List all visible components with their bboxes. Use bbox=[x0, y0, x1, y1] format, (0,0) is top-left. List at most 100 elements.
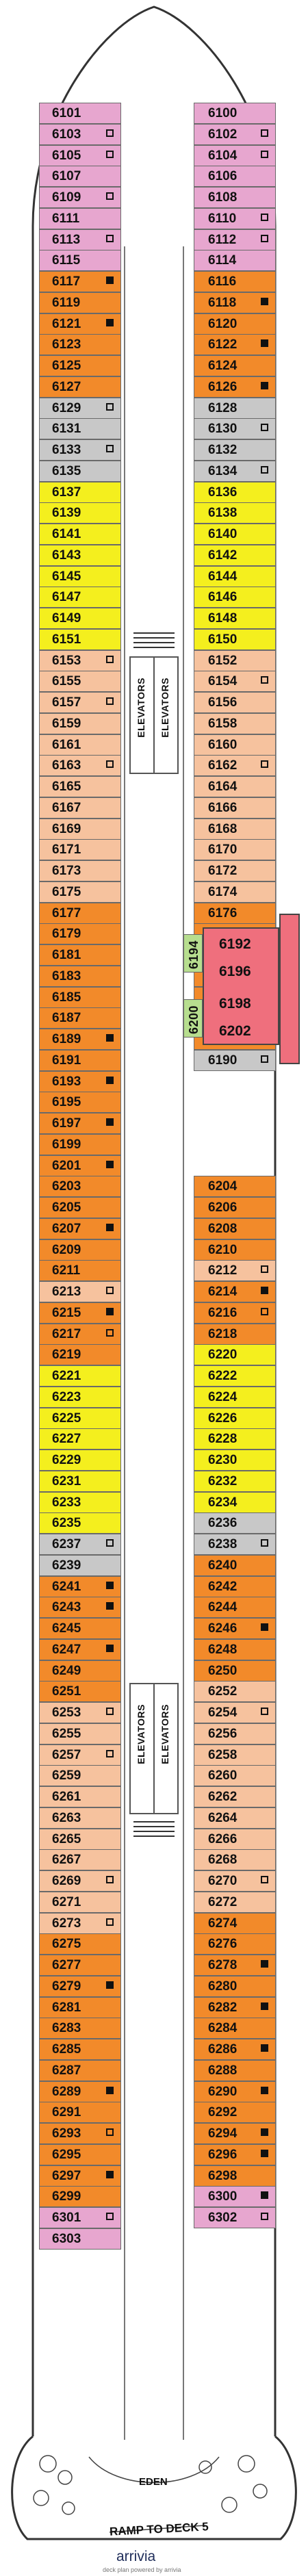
cabin-6237[interactable]: 6237 bbox=[39, 1534, 121, 1555]
cabin-6152[interactable]: 6152 bbox=[194, 649, 276, 671]
cabin-6199[interactable]: 6199 bbox=[39, 1133, 121, 1155]
cabin-6274[interactable]: 6274 bbox=[194, 1912, 276, 1934]
cabin-6233[interactable]: 6233 bbox=[39, 1491, 121, 1513]
cabin-6207[interactable]: 6207 bbox=[39, 1218, 121, 1239]
cabin-6155[interactable]: 6155 bbox=[39, 671, 121, 693]
cabin-6244[interactable]: 6244 bbox=[194, 1597, 276, 1619]
cabin-6163[interactable]: 6163 bbox=[39, 755, 121, 777]
cabin-6238[interactable]: 6238 bbox=[194, 1534, 276, 1555]
cabin-6236[interactable]: 6236 bbox=[194, 1512, 276, 1534]
cabin-6275[interactable]: 6275 bbox=[39, 1933, 121, 1955]
cabin-6270[interactable]: 6270 bbox=[194, 1870, 276, 1892]
cabin-6108[interactable]: 6108 bbox=[194, 187, 276, 208]
cabin-6261[interactable]: 6261 bbox=[39, 1786, 121, 1807]
cabin-6243[interactable]: 6243 bbox=[39, 1597, 121, 1619]
cabin-6242[interactable]: 6242 bbox=[194, 1575, 276, 1597]
cabin-6235[interactable]: 6235 bbox=[39, 1512, 121, 1534]
cabin-6132[interactable]: 6132 bbox=[194, 439, 276, 461]
cabin-6164[interactable]: 6164 bbox=[194, 776, 276, 797]
cabin-6103[interactable]: 6103 bbox=[39, 123, 121, 145]
cabin-6161[interactable]: 6161 bbox=[39, 734, 121, 756]
cabin-6104[interactable]: 6104 bbox=[194, 144, 276, 166]
cabin-6264[interactable]: 6264 bbox=[194, 1807, 276, 1829]
cabin-6129[interactable]: 6129 bbox=[39, 397, 121, 419]
cabin-6145[interactable]: 6145 bbox=[39, 565, 121, 587]
cabin-6255[interactable]: 6255 bbox=[39, 1723, 121, 1744]
cabin-6280[interactable]: 6280 bbox=[194, 1975, 276, 1997]
cabin-6296[interactable]: 6296 bbox=[194, 2143, 276, 2165]
cabin-6297[interactable]: 6297 bbox=[39, 2165, 121, 2187]
cabin-6256[interactable]: 6256 bbox=[194, 1723, 276, 1744]
cabin-6154[interactable]: 6154 bbox=[194, 671, 276, 693]
cabin-6183[interactable]: 6183 bbox=[39, 965, 121, 987]
cabin-6196[interactable]: 6196 bbox=[219, 964, 251, 979]
cabin-6248[interactable]: 6248 bbox=[194, 1638, 276, 1660]
cabin-6162[interactable]: 6162 bbox=[194, 755, 276, 777]
cabin-6137[interactable]: 6137 bbox=[39, 481, 121, 503]
cabin-6219[interactable]: 6219 bbox=[39, 1344, 121, 1366]
cabin-6146[interactable]: 6146 bbox=[194, 587, 276, 608]
cabin-6176[interactable]: 6176 bbox=[194, 902, 276, 924]
cabin-6143[interactable]: 6143 bbox=[39, 544, 121, 566]
cabin-6230[interactable]: 6230 bbox=[194, 1450, 276, 1471]
cabin-6172[interactable]: 6172 bbox=[194, 860, 276, 881]
cabin-6204[interactable]: 6204 bbox=[194, 1176, 276, 1198]
cabin-6121[interactable]: 6121 bbox=[39, 313, 121, 335]
cabin-6123[interactable]: 6123 bbox=[39, 334, 121, 356]
cabin-6175[interactable]: 6175 bbox=[39, 881, 121, 903]
cabin-6268[interactable]: 6268 bbox=[194, 1849, 276, 1871]
cabin-6191[interactable]: 6191 bbox=[39, 1049, 121, 1071]
cabin-6298[interactable]: 6298 bbox=[194, 2165, 276, 2187]
cabin-6110[interactable]: 6110 bbox=[194, 207, 276, 229]
cabin-6211[interactable]: 6211 bbox=[39, 1260, 121, 1282]
cabin-6227[interactable]: 6227 bbox=[39, 1428, 121, 1450]
cabin-6192[interactable]: 6192 bbox=[219, 936, 251, 952]
cabin-6251[interactable]: 6251 bbox=[39, 1681, 121, 1703]
cabin-6228[interactable]: 6228 bbox=[194, 1428, 276, 1450]
cabin-6212[interactable]: 6212 bbox=[194, 1260, 276, 1282]
cabin-6102[interactable]: 6102 bbox=[194, 123, 276, 145]
cabin-6265[interactable]: 6265 bbox=[39, 1828, 121, 1850]
cabin-6157[interactable]: 6157 bbox=[39, 692, 121, 713]
cabin-6109[interactable]: 6109 bbox=[39, 187, 121, 208]
cabin-6214[interactable]: 6214 bbox=[194, 1281, 276, 1302]
cabin-6295[interactable]: 6295 bbox=[39, 2143, 121, 2165]
cabin-6247[interactable]: 6247 bbox=[39, 1638, 121, 1660]
cabin-6234[interactable]: 6234 bbox=[194, 1491, 276, 1513]
cabin-6254[interactable]: 6254 bbox=[194, 1702, 276, 1723]
cabin-6133[interactable]: 6133 bbox=[39, 439, 121, 461]
cabin-6209[interactable]: 6209 bbox=[39, 1239, 121, 1261]
cabin-6289[interactable]: 6289 bbox=[39, 2081, 121, 2102]
cabin-6122[interactable]: 6122 bbox=[194, 334, 276, 356]
cabin-6120[interactable]: 6120 bbox=[194, 313, 276, 335]
cabin-6299[interactable]: 6299 bbox=[39, 2186, 121, 2208]
cabin-6206[interactable]: 6206 bbox=[194, 1197, 276, 1218]
cabin-6231[interactable]: 6231 bbox=[39, 1470, 121, 1492]
cabin-6252[interactable]: 6252 bbox=[194, 1681, 276, 1703]
cabin-6107[interactable]: 6107 bbox=[39, 166, 121, 188]
cabin-6179[interactable]: 6179 bbox=[39, 923, 121, 945]
cabin-6286[interactable]: 6286 bbox=[194, 2039, 276, 2060]
cabin-6202[interactable]: 6202 bbox=[219, 1023, 251, 1039]
cabin-6187[interactable]: 6187 bbox=[39, 1007, 121, 1029]
cabin-6174[interactable]: 6174 bbox=[194, 881, 276, 903]
cabin-6279[interactable]: 6279 bbox=[39, 1975, 121, 1997]
cabin-6276[interactable]: 6276 bbox=[194, 1933, 276, 1955]
cabin-6151[interactable]: 6151 bbox=[39, 628, 121, 650]
cabin-6278[interactable]: 6278 bbox=[194, 1955, 276, 1976]
cabin-6101[interactable]: 6101 bbox=[39, 103, 121, 124]
cabin-6293[interactable]: 6293 bbox=[39, 2123, 121, 2144]
cabin-6166[interactable]: 6166 bbox=[194, 797, 276, 819]
cabin-6283[interactable]: 6283 bbox=[39, 2018, 121, 2039]
cabin-6149[interactable]: 6149 bbox=[39, 608, 121, 629]
cabin-6115[interactable]: 6115 bbox=[39, 250, 121, 272]
cabin-6193[interactable]: 6193 bbox=[39, 1070, 121, 1092]
cabin-6287[interactable]: 6287 bbox=[39, 2059, 121, 2081]
cabin-6288[interactable]: 6288 bbox=[194, 2059, 276, 2081]
cabin-6190[interactable]: 6190 bbox=[194, 1049, 276, 1071]
cabin-6302[interactable]: 6302 bbox=[194, 2207, 276, 2228]
cabin-6112[interactable]: 6112 bbox=[194, 229, 276, 250]
cabin-6250[interactable]: 6250 bbox=[194, 1660, 276, 1682]
cabin-6117[interactable]: 6117 bbox=[39, 271, 121, 292]
cabin-6142[interactable]: 6142 bbox=[194, 544, 276, 566]
